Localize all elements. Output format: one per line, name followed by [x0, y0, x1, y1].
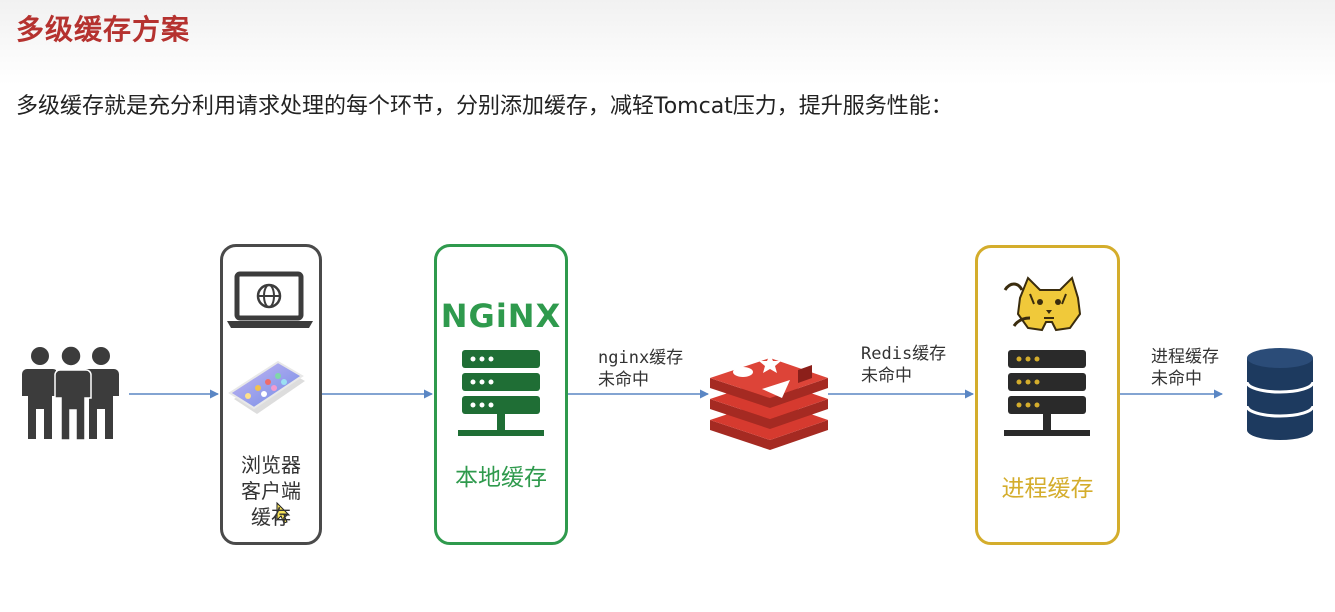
browser-label-line: 缓存 [251, 505, 291, 529]
edge-label-process-miss: 进程缓存 未命中 [1151, 346, 1219, 390]
nginx-cache-label: 本地缓存 [455, 465, 547, 491]
browser-label-line: 客户端 [241, 479, 301, 503]
tomcat-cat-icon [1003, 276, 1082, 332]
server-icon [458, 350, 544, 436]
intro-text: 多级缓存就是充分利用请求处理的每个环节，分别添加缓存，减轻Tomcat压力，提升… [16, 94, 953, 119]
edge-label-line: 未命中 [861, 366, 912, 386]
database-icon [1245, 348, 1315, 440]
users-icon [22, 345, 119, 441]
header-band [0, 0, 1335, 85]
laptop-globe-icon [227, 271, 313, 328]
nginx-cache-box [434, 244, 568, 545]
edge-label-line: nginx缓存 [598, 348, 684, 368]
smartphone-icon [228, 360, 305, 414]
nginx-logo: NGiNX [440, 297, 562, 335]
server-icon [1004, 350, 1090, 436]
edge-label-line: 未命中 [1151, 369, 1202, 389]
edge-label-nginx-miss: nginx缓存 未命中 [598, 347, 683, 391]
edge-label-line: 进程缓存 [1151, 347, 1219, 367]
tomcat-cache-label: 进程缓存 [1001, 476, 1094, 502]
browser-cache-label: 浏览器 客户端 缓存 [226, 452, 316, 530]
slide-title: 多级缓存方案 [16, 13, 191, 46]
redis-logo-icon [710, 354, 828, 450]
edge-label-line: Redis缓存 [861, 344, 947, 364]
edge-label-redis-miss: Redis缓存 未命中 [861, 343, 946, 387]
cursor-icon [276, 501, 291, 524]
edge-label-line: 未命中 [598, 370, 649, 390]
browser-label-line: 浏览器 [241, 453, 301, 477]
